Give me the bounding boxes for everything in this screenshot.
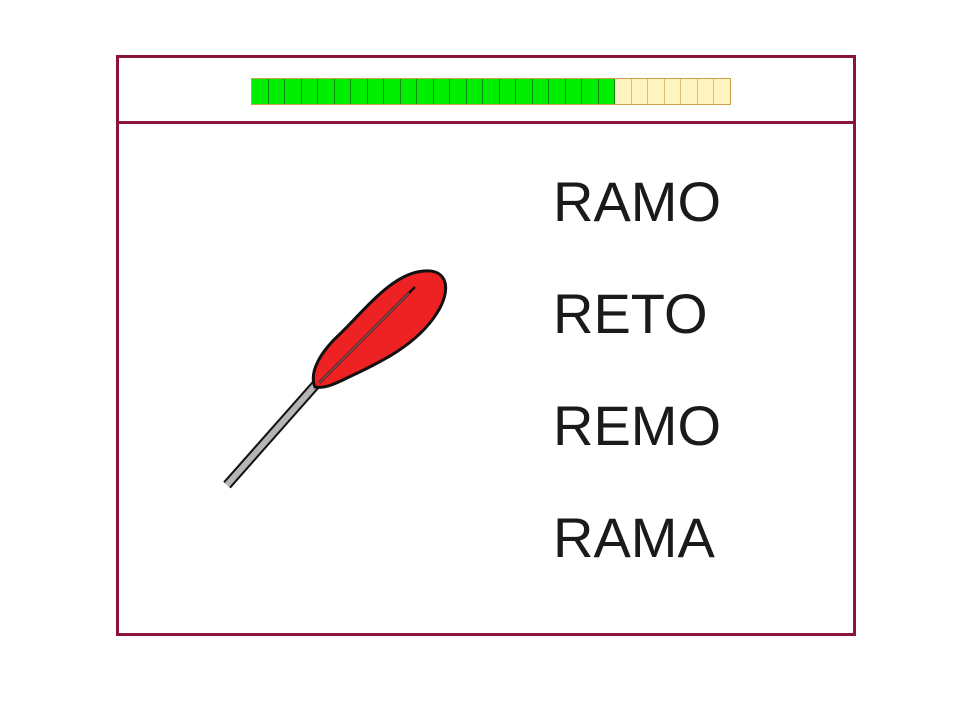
progress-segment-done bbox=[334, 79, 352, 104]
progress-segment-done bbox=[351, 79, 368, 104]
option-ramo[interactable]: RAMO bbox=[553, 170, 721, 233]
progress-segment-done bbox=[301, 79, 319, 104]
option-rama[interactable]: RAMA bbox=[553, 506, 715, 569]
progress-segment-done bbox=[466, 79, 484, 104]
progress-segment-done bbox=[499, 79, 517, 104]
progress-segment-done bbox=[252, 79, 269, 104]
picture-area bbox=[219, 263, 459, 493]
game-frame: RAMO RETO REMO RAMA bbox=[116, 55, 856, 636]
paddle-icon bbox=[223, 269, 448, 489]
progress-segment-done bbox=[549, 79, 566, 104]
progress-segment-done bbox=[582, 79, 599, 104]
progress-segment-remaining bbox=[697, 79, 715, 104]
option-reto[interactable]: RETO bbox=[553, 282, 708, 345]
progress-segment-done bbox=[565, 79, 583, 104]
progress-header bbox=[119, 58, 853, 124]
progress-segment-done bbox=[268, 79, 286, 104]
progress-segment-done bbox=[318, 79, 335, 104]
progress-segment-remaining bbox=[681, 79, 698, 104]
progress-segment-remaining bbox=[631, 79, 649, 104]
progress-segment-done bbox=[285, 79, 302, 104]
progress-segment-done bbox=[532, 79, 550, 104]
progress-segment-remaining bbox=[664, 79, 682, 104]
progress-segment-done bbox=[598, 79, 616, 104]
progress-segment-done bbox=[483, 79, 500, 104]
progress-segment-remaining bbox=[648, 79, 665, 104]
progress-segment-done bbox=[516, 79, 533, 104]
progress-segment-done bbox=[417, 79, 434, 104]
option-remo[interactable]: REMO bbox=[553, 394, 721, 457]
progress-segment-remaining bbox=[714, 79, 730, 104]
progress-bar bbox=[251, 78, 731, 105]
word-options: RAMO RETO REMO RAMA bbox=[553, 174, 813, 566]
progress-segment-done bbox=[384, 79, 401, 104]
progress-segment-done bbox=[450, 79, 467, 104]
progress-segment-done bbox=[367, 79, 385, 104]
progress-segment-done bbox=[400, 79, 418, 104]
progress-segment-remaining bbox=[615, 79, 632, 104]
progress-segment-done bbox=[433, 79, 451, 104]
